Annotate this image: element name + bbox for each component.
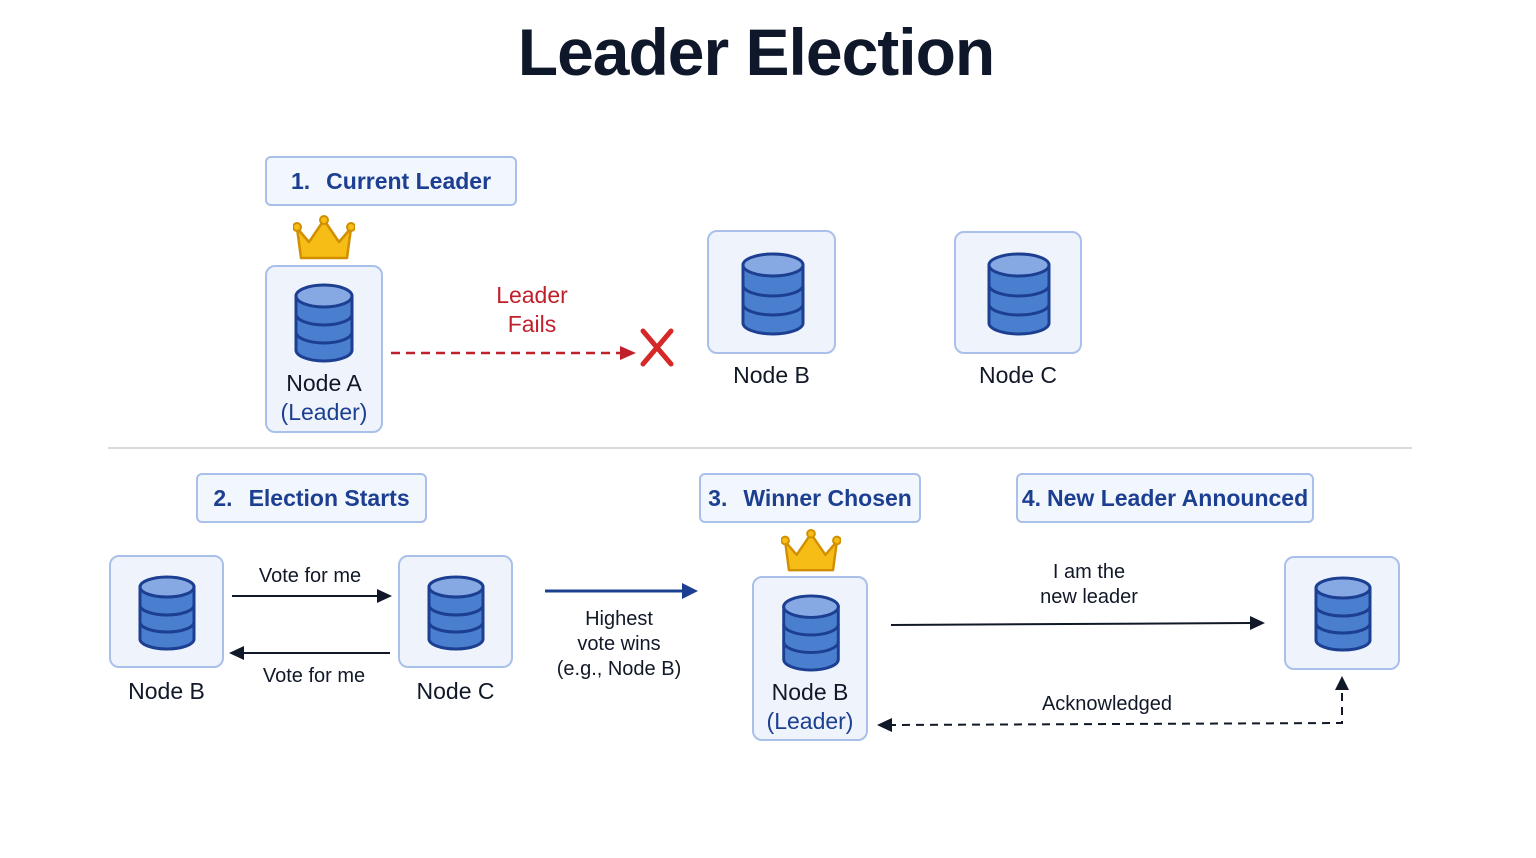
step-3-label: 3. Winner Chosen [699,473,921,523]
section-divider [108,447,1412,449]
winner-arrowhead [682,583,698,599]
vote-request-arrowhead [377,589,392,603]
announce-arrow [890,622,1251,626]
step-1-label: 1. Current Leader [265,156,517,206]
step-4-title: New Leader Announced [1047,484,1309,511]
winner-node-card: Node B (Leader) [752,576,868,741]
election-node-c-name: Node C [416,678,495,704]
node-a-card: Node A (Leader) [265,265,383,433]
election-node-c-card [398,555,513,668]
winner-rule-line1: Highest [585,608,653,630]
database-icon [782,594,840,672]
election-node-b-card [109,555,224,668]
failure-arrowhead [620,346,636,360]
database-icon [1314,576,1372,652]
winner-rule-line2: vote wins [577,633,661,655]
node-a-name: Node A [286,370,362,396]
step-1-title: Current Leader [326,167,492,194]
leader-fails-line1: Leader [496,282,568,308]
node-c-name: Node C [979,362,1057,388]
database-icon [138,575,196,651]
election-node-b-name: Node B [128,678,205,704]
step-3-title: Winner Chosen [743,484,912,511]
announce-message-label: I am the new leader [1000,560,1178,610]
node-b-name: Node B [733,362,810,388]
step-1-number: 1. [290,167,311,194]
crown-icon [293,215,355,260]
winner-rule-label: Highest vote wins (e.g., Node B) [540,607,698,682]
ack-arrowhead-left [877,718,892,732]
follower-node-card [1284,556,1400,670]
leader-fails-line2: Fails [507,311,557,337]
page-title: Leader Election [517,15,996,89]
node-b-card [707,230,836,354]
crown-icon [781,528,841,572]
vote-reply-label: Vote for me [262,665,366,687]
winner-node-role: (Leader) [766,708,854,734]
step-4-label: 4. New Leader Announced [1016,473,1314,523]
winner-rule-line3: (e.g., Node B) [556,658,682,680]
node-c-card [954,231,1082,354]
vote-request-label: Vote for me [258,565,362,587]
ack-arrow [891,693,1343,726]
step-2-label: 2. Election Starts [196,473,427,523]
step-4-number: 4. [1021,484,1042,511]
winner-node-name: Node B [771,679,849,705]
database-icon [294,283,354,363]
step-2-title: Election Starts [248,484,410,511]
vote-reply-arrowhead [229,646,244,660]
leader-fails-label: Leader Fails [462,281,602,339]
database-icon [427,575,485,651]
step-2-number: 2. [213,484,233,511]
announce-message-line2: new leader [1040,586,1138,608]
ack-arrowhead-up [1335,676,1349,690]
failure-x-icon [640,328,674,367]
database-icon [987,252,1051,336]
announce-arrowhead [1250,616,1265,630]
announce-message-line1: I am the [1052,561,1126,583]
database-icon [741,252,805,336]
acknowledged-label: Acknowledged [1041,693,1173,715]
step-3-number: 3. [708,484,728,511]
node-a-role: (Leader) [280,399,368,425]
